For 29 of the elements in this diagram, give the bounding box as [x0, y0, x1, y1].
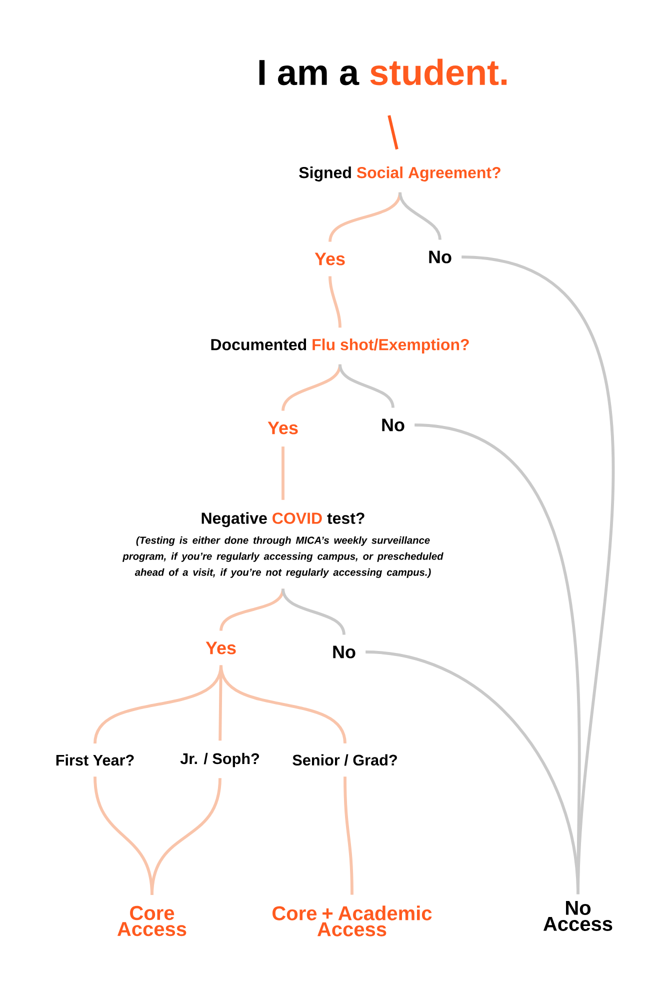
question-text: Signed Social Agreement?: [299, 166, 500, 182]
question-text: Senior / Grad?: [292, 754, 397, 766]
connector-line: [338, 364, 394, 408]
connector-line: [344, 776, 354, 895]
connector-line: [220, 664, 346, 744]
outcome-text: No Access: [543, 901, 612, 931]
connector-line: [328, 192, 402, 242]
connector-line: [328, 276, 342, 328]
connector-line: [150, 778, 222, 896]
answer-text: Yes: [314, 252, 345, 266]
connector-line: [365, 650, 580, 894]
connector-line: [282, 364, 342, 412]
connector-line: [282, 446, 284, 500]
question-text: Jr. / Soph?: [180, 752, 260, 768]
outcome-text: Core + Academic Access: [272, 906, 432, 936]
answer-text: No: [429, 250, 452, 264]
answer-text: No: [333, 646, 356, 658]
title-text: I am a student.: [259, 58, 507, 86]
connector-line: [282, 588, 346, 636]
connector-line: [388, 115, 398, 150]
outcome-text: Core Access: [117, 906, 186, 936]
answer-text: Yes: [268, 422, 298, 434]
connector-line: [398, 192, 442, 240]
answer-text: Yes: [206, 642, 236, 654]
question-text: Documented Flu shot/Exemption?: [211, 338, 469, 354]
question-text: Negative COVID test? (Testing is either done through MICA’s weekly surveillance program, if you’re regularly accessing campus, or prescheduled ahead of a visit, if you’re not regularly accessing campus.): [122, 512, 444, 578]
connector-line: [218, 666, 222, 741]
question-text: First Year?: [56, 754, 134, 766]
answer-text: No: [382, 418, 404, 432]
